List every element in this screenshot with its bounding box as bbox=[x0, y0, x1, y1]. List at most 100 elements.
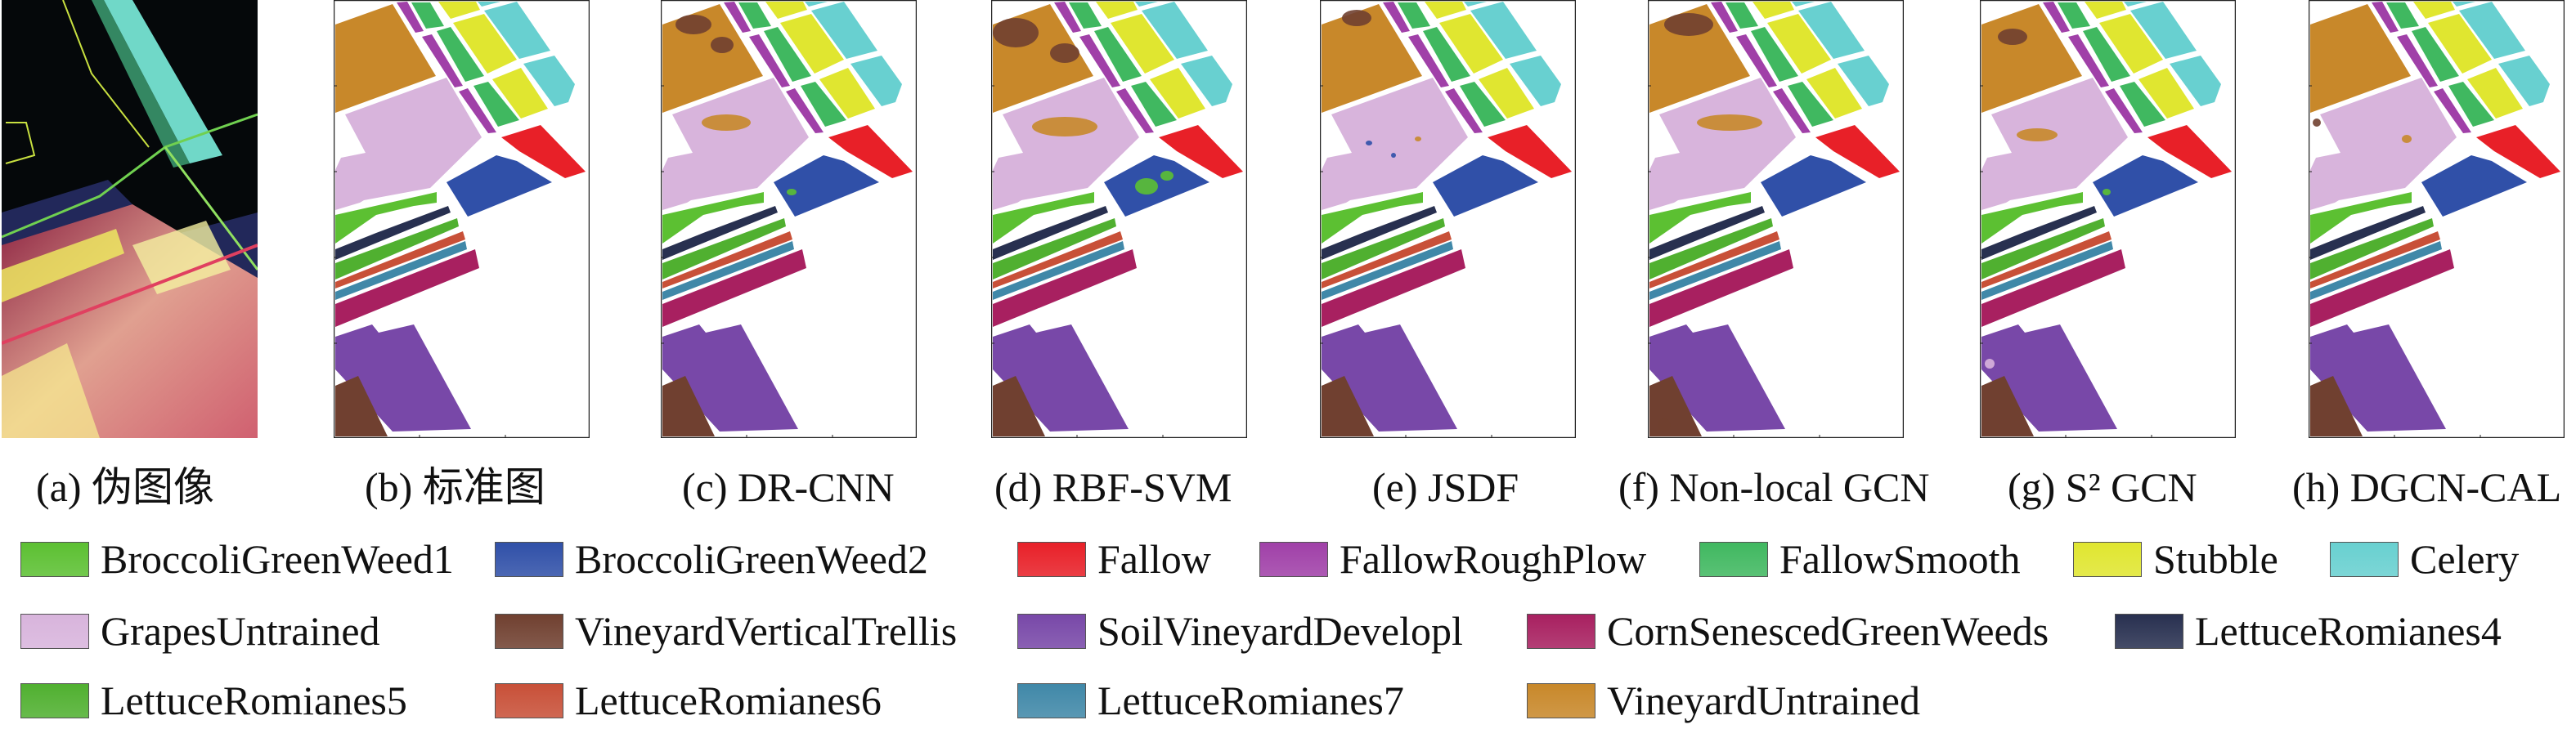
class-region bbox=[335, 249, 479, 327]
class-region bbox=[2413, 2, 2455, 19]
class-region bbox=[473, 82, 519, 127]
class-region bbox=[2448, 82, 2494, 127]
caption-f: (f) Non-local GCN bbox=[1618, 464, 1930, 510]
class-region bbox=[422, 34, 463, 87]
legend-label: LettuceRomianes4 bbox=[2195, 608, 2502, 654]
class-region bbox=[1322, 376, 1374, 436]
class-region bbox=[1181, 56, 1232, 106]
false-color-image bbox=[2, 0, 258, 438]
class-region bbox=[437, 27, 484, 82]
class-region bbox=[662, 206, 778, 260]
class-region bbox=[397, 2, 424, 33]
class-region bbox=[993, 241, 1124, 300]
class-region bbox=[764, 27, 811, 82]
legend-swatch bbox=[20, 541, 89, 577]
legend-swatch bbox=[2115, 613, 2183, 649]
class-region bbox=[484, 2, 550, 59]
class-region bbox=[2093, 155, 2198, 217]
misclassified-region bbox=[1415, 136, 1421, 141]
class-region bbox=[774, 155, 879, 217]
class-region bbox=[1751, 27, 1798, 82]
class-region bbox=[662, 78, 809, 210]
legend-item: BroccoliGreenWeed1 bbox=[20, 539, 454, 579]
class-region bbox=[2130, 2, 2197, 59]
class-region bbox=[786, 88, 824, 133]
class-region bbox=[1761, 155, 1866, 217]
legend-item: Stubble bbox=[2073, 539, 2278, 579]
class-region bbox=[1094, 27, 1142, 82]
map-dgcn-cal bbox=[2309, 0, 2565, 438]
legend-label: FallowRoughPlow bbox=[1340, 536, 1647, 582]
class-region bbox=[1398, 2, 1430, 29]
class-region bbox=[1649, 192, 1751, 244]
misclassified-region bbox=[1032, 117, 1097, 136]
class-region bbox=[1142, 2, 1208, 59]
caption-b: (b) 标准图 bbox=[365, 464, 545, 510]
class-region bbox=[1054, 2, 1081, 33]
class-region bbox=[1423, 27, 1470, 82]
class-region bbox=[1981, 241, 2113, 300]
caption-e: (e) JSDF bbox=[1372, 464, 1519, 510]
class-region bbox=[1470, 2, 1537, 59]
class-region bbox=[724, 2, 751, 33]
class-region bbox=[335, 4, 436, 113]
misclassified-region bbox=[1391, 153, 1396, 158]
legend-label: Celery bbox=[2410, 536, 2520, 582]
class-region bbox=[1510, 56, 1561, 106]
legend-swatch bbox=[1017, 613, 1086, 649]
class-region bbox=[492, 68, 548, 119]
class-region bbox=[1838, 56, 1889, 106]
class-region bbox=[993, 218, 1116, 280]
class-region bbox=[2386, 2, 2419, 29]
class-region bbox=[1981, 206, 2097, 260]
legend-swatch bbox=[1527, 613, 1595, 649]
misclassified-region bbox=[675, 15, 711, 34]
misclassified-region bbox=[2313, 119, 2321, 127]
misclassified-region bbox=[2103, 189, 2111, 195]
caption-h: (h) DGCN-CAL bbox=[2292, 464, 2562, 510]
legend-label: BroccoliGreenWeed1 bbox=[101, 536, 454, 582]
legend-label: GrapesUntrained bbox=[101, 608, 380, 654]
class-region bbox=[1460, 82, 1506, 127]
legend-swatch bbox=[1017, 541, 1086, 577]
class-region bbox=[1096, 2, 1138, 19]
legend-swatch bbox=[20, 682, 89, 718]
class-region bbox=[335, 376, 388, 436]
class-region bbox=[523, 56, 575, 106]
class-region bbox=[1322, 241, 1453, 300]
class-region bbox=[1806, 68, 1862, 119]
legend-label: Stubble bbox=[2153, 536, 2278, 582]
class-region bbox=[335, 78, 482, 210]
legend-label: LettuceRomianes7 bbox=[1097, 678, 1404, 723]
class-region bbox=[453, 14, 517, 74]
legend-swatch bbox=[2073, 541, 2142, 577]
class-region bbox=[1111, 14, 1174, 74]
class-region bbox=[2170, 56, 2221, 106]
class-region bbox=[2310, 241, 2442, 300]
legend-item: VineyardVerticalTrellis bbox=[495, 610, 957, 651]
legend-item: CornSenescedGreenWeeds bbox=[1527, 610, 2049, 651]
class-region bbox=[1445, 88, 1483, 133]
misclassified-region bbox=[711, 37, 734, 53]
legend-item: LettuceRomianes6 bbox=[495, 680, 882, 721]
class-region bbox=[2397, 34, 2438, 87]
class-region bbox=[1752, 2, 1794, 19]
class-region bbox=[2372, 2, 2399, 33]
class-region bbox=[1131, 82, 1177, 127]
class-region bbox=[2099, 14, 2163, 74]
misclassified-region bbox=[2402, 135, 2412, 143]
class-region bbox=[2138, 68, 2194, 119]
class-region bbox=[662, 241, 794, 300]
class-region bbox=[1981, 192, 2083, 244]
class-region bbox=[1649, 231, 1779, 288]
legend-swatch bbox=[495, 613, 563, 649]
class-region bbox=[2310, 78, 2457, 210]
class-region bbox=[2310, 206, 2426, 260]
class-region bbox=[993, 192, 1094, 244]
class-region bbox=[662, 218, 786, 280]
legend-label: Fallow bbox=[1097, 536, 1211, 582]
class-region bbox=[2310, 192, 2412, 244]
class-region bbox=[2421, 155, 2527, 217]
class-region bbox=[335, 231, 465, 288]
class-region bbox=[1488, 125, 1572, 178]
